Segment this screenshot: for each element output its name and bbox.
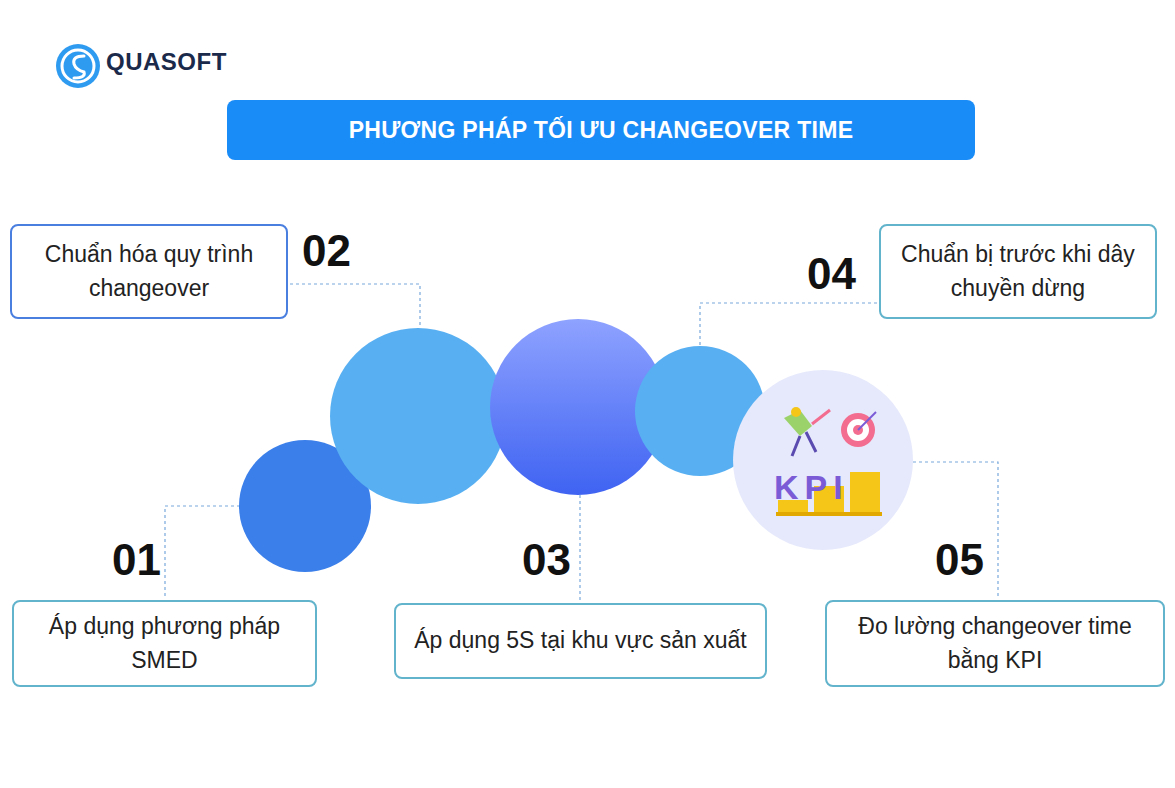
step-text: Áp dụng 5S tại khu vực sản xuất xyxy=(414,624,747,657)
step-box: Áp dụng 5S tại khu vực sản xuất xyxy=(394,603,767,679)
title: PHƯƠNG PHÁP TỐI ƯU CHANGEOVER TIME xyxy=(349,117,854,144)
callout-number: 02 xyxy=(302,229,351,273)
step-box: Áp dụng phương pháp SMED xyxy=(12,600,317,687)
step-text: Chuẩn bị trước khi dây chuyền dừng xyxy=(893,238,1143,305)
leader-lines xyxy=(165,284,998,601)
circle xyxy=(733,370,913,550)
step-box: Chuẩn hóa quy trình changeover xyxy=(10,224,288,319)
step-text: Chuẩn hóa quy trình changeover xyxy=(24,238,274,305)
step-box: Chuẩn bị trước khi dây chuyền dừng xyxy=(879,224,1157,319)
title-bar: PHƯƠNG PHÁP TỐI ƯU CHANGEOVER TIME xyxy=(227,100,975,160)
step-text: Áp dụng phương pháp SMED xyxy=(26,610,303,677)
logo-text: QUASOFT xyxy=(106,50,227,74)
kpi-letters: KPI xyxy=(774,470,849,504)
callout-number: 03 xyxy=(522,538,571,582)
callout-number: 01 xyxy=(112,538,161,582)
circle xyxy=(330,328,506,504)
step-text: Đo lường changeover time bằng KPI xyxy=(839,610,1151,677)
logo-icon xyxy=(56,44,100,88)
step-box: Đo lường changeover time bằng KPI xyxy=(825,600,1165,687)
callout-number: 05 xyxy=(935,538,984,582)
callout-number: 04 xyxy=(807,252,856,296)
